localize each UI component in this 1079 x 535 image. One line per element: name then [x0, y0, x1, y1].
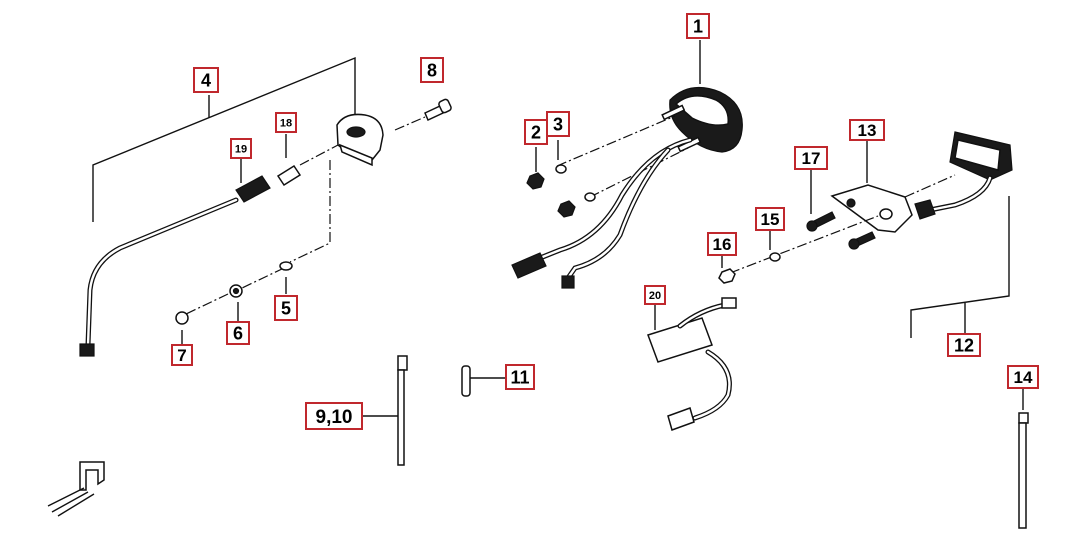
callout-box — [226, 321, 250, 345]
callout-box — [546, 111, 570, 137]
callout-label: 5 — [281, 298, 291, 318]
callout-3: 3 — [546, 111, 570, 137]
callout-8: 8 — [420, 57, 444, 83]
callout-label: 6 — [233, 323, 243, 343]
callout-label: 18 — [280, 117, 292, 129]
callout-label: 7 — [177, 346, 186, 365]
callout-15: 15 — [755, 207, 785, 231]
callout-label: 20 — [649, 290, 661, 302]
callout-1: 1 — [686, 13, 710, 39]
callout-box — [171, 344, 193, 366]
washer-nut-15-16 — [718, 215, 879, 284]
callout-box — [230, 138, 252, 159]
screws-17 — [806, 168, 876, 250]
bracket-13 — [830, 140, 913, 233]
callout-box — [755, 207, 785, 231]
callout-label: 3 — [553, 114, 563, 134]
callout-9: 9,10 — [305, 402, 363, 430]
callout-4: 4 — [193, 67, 219, 93]
callout-box — [794, 146, 828, 170]
callout-5: 5 — [274, 295, 298, 321]
callout-16: 16 — [707, 232, 737, 256]
callout-2: 2 — [524, 119, 548, 145]
callout-11: 11 — [505, 364, 535, 390]
callout-7: 7 — [171, 344, 193, 366]
callout-box — [947, 333, 981, 357]
callout-20: 20 — [644, 285, 666, 305]
cable-tie-9-10 — [362, 355, 408, 466]
callout-6: 6 — [226, 321, 250, 345]
license-lamp-housing — [336, 113, 384, 167]
callout-label: 13 — [858, 121, 877, 140]
callout-box — [707, 232, 737, 256]
cable-tie-14 — [1018, 388, 1029, 529]
lamp-12 — [904, 131, 1013, 338]
callout-12: 12 — [947, 333, 981, 357]
callout-label: 14 — [1014, 368, 1033, 387]
resistor-module-20 — [647, 297, 737, 431]
callout-box — [275, 112, 297, 133]
tail-light-1 — [511, 40, 743, 289]
callout-box — [193, 67, 219, 93]
callout-18: 18 — [275, 112, 297, 133]
callout-label: 8 — [427, 60, 437, 80]
cable-19 — [79, 158, 271, 357]
callout-label: 1 — [693, 16, 703, 36]
callout-box — [686, 13, 710, 39]
callout-box — [505, 364, 535, 390]
callout-box — [420, 57, 444, 83]
callout-17: 17 — [794, 146, 828, 170]
callout-box — [1007, 365, 1039, 389]
callout-label: 12 — [954, 335, 974, 355]
callout-19: 19 — [230, 138, 252, 159]
callout-label: 19 — [235, 143, 247, 155]
callout-label: 15 — [761, 210, 780, 229]
callout-box — [274, 295, 298, 321]
callout-label: 17 — [802, 149, 821, 168]
bracket-fragment — [47, 461, 105, 517]
callout-label: 4 — [201, 70, 211, 90]
screw-8 — [394, 98, 452, 131]
callout-13: 13 — [849, 119, 885, 141]
nuts-washers-2-3 — [526, 140, 596, 218]
callout-label: 2 — [531, 122, 541, 142]
bulb-socket-18 — [276, 134, 339, 187]
callout-label: 11 — [510, 367, 529, 387]
callout-14: 14 — [1007, 365, 1039, 389]
callout-label: 16 — [713, 235, 732, 254]
callout-box — [644, 285, 666, 305]
clip-11 — [461, 365, 506, 397]
callout-box — [849, 119, 885, 141]
callout-box — [305, 402, 363, 430]
callout-label: 9,10 — [316, 407, 353, 428]
bracket-lines-4 — [92, 56, 356, 222]
washer-nut-stack — [175, 160, 331, 344]
